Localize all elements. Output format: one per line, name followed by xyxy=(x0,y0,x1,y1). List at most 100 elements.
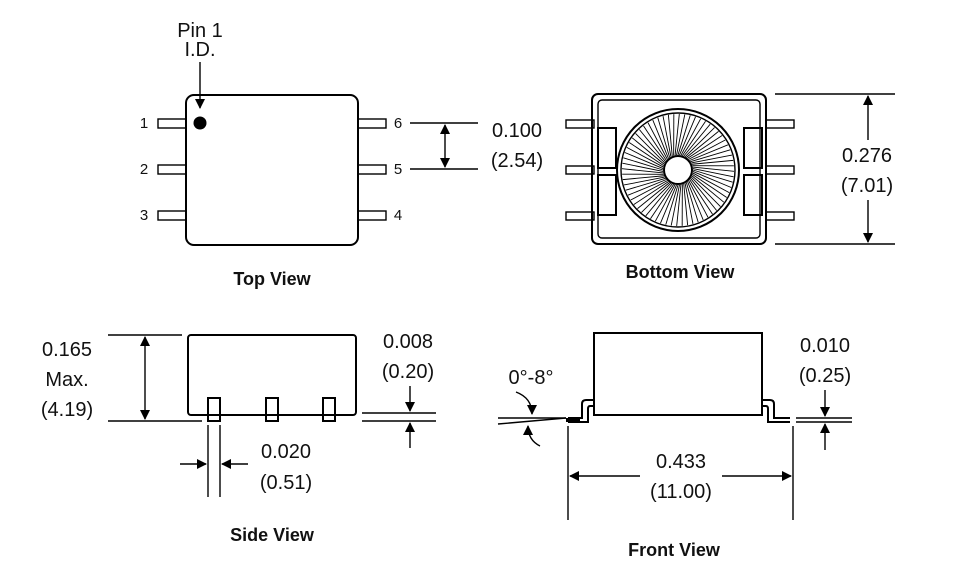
angle-label: 0°-8° xyxy=(509,367,554,389)
bottom-view-pin-right-1 xyxy=(765,119,795,129)
front-view-body xyxy=(593,332,763,416)
bottom-view-pad-left-top xyxy=(597,127,617,169)
toroid-winding-turn xyxy=(625,177,666,191)
toroid-winding-turn xyxy=(689,179,713,215)
toroid-winding-turn xyxy=(670,184,680,226)
toroid-winding-turn xyxy=(667,114,673,157)
length-mm: (11.00) xyxy=(650,481,712,503)
toroid-winding-turn xyxy=(676,184,682,227)
toroid-winding-turn xyxy=(624,152,664,169)
toroid-winding-turn xyxy=(621,168,664,174)
toroid-winding-turn xyxy=(660,184,677,224)
toroid-winding-turn xyxy=(631,137,665,165)
standoff-mm: (0.20) xyxy=(382,361,434,383)
front-view-title: Front View xyxy=(628,540,721,560)
side-view: 0.165 Max. (4.19) 0.008 (0.20) 0.020 (0.… xyxy=(41,331,436,545)
toroid-winding-turn xyxy=(623,176,665,186)
bottom-view-pin-right-3 xyxy=(765,211,795,221)
pin1-label-line1: Pin 1 xyxy=(177,20,223,42)
top-view-title: Top View xyxy=(233,269,311,289)
pin-number-6: 6 xyxy=(394,115,402,132)
toroid-winding-turn xyxy=(684,127,715,158)
toroid-winding-turn xyxy=(691,154,733,164)
bottom-view-pin-right-2 xyxy=(765,165,795,175)
toroid-winding-turn xyxy=(665,184,679,225)
toroid-winding-turn xyxy=(679,116,696,156)
toroid-winding-turn xyxy=(692,168,734,178)
front-view-lead-right xyxy=(762,399,790,423)
pitch-value-mm: (2.54) xyxy=(491,150,543,172)
front-view: 0°-8° 0.010 (0.25) 0.433 (11.00) Front V… xyxy=(497,332,852,560)
toroid-winding-turn xyxy=(626,146,664,168)
toroid-winding-turn xyxy=(622,175,665,181)
pin-number-2: 2 xyxy=(140,161,148,178)
toroid-winding-turn xyxy=(687,135,723,159)
pin-number-4: 4 xyxy=(394,207,402,224)
bottom-view-pad-right-top xyxy=(743,127,763,169)
front-view-foot-left xyxy=(566,418,580,422)
thickness-in: 0.010 xyxy=(800,335,850,357)
side-view-lead-2 xyxy=(265,397,279,422)
toroid-winding-turn xyxy=(641,182,672,213)
angle-arc-top xyxy=(515,391,537,415)
toroid-winding-turn xyxy=(657,117,671,158)
toroid-winding-turn xyxy=(690,149,731,163)
thickness-mm: (0.25) xyxy=(799,365,851,387)
toroid-winding-turn xyxy=(677,115,691,156)
lead-width-in: 0.020 xyxy=(261,441,311,463)
bottom-view: 0.276 (7.01) Bottom View xyxy=(565,93,895,282)
toroid-winding-turn xyxy=(683,183,689,226)
toroid-winding-turn xyxy=(684,183,694,225)
top-view-pin-1 xyxy=(157,118,187,129)
bottom-height-mm: (7.01) xyxy=(841,175,893,197)
toroid-winding-turn xyxy=(685,182,699,223)
toroid-outer-ring xyxy=(616,108,740,232)
bottom-view-pad-left-bottom xyxy=(597,174,617,216)
toroid-windings xyxy=(621,113,735,227)
side-height-max: Max. xyxy=(45,369,88,391)
bottom-view-pad-right-bottom xyxy=(743,174,763,216)
side-view-body xyxy=(187,334,357,416)
toroid-winding-turn xyxy=(645,183,673,217)
pin1-dot xyxy=(193,116,207,130)
length-in: 0.433 xyxy=(656,451,706,473)
toroid-winding-turn xyxy=(681,120,706,156)
bottom-view-pin-left-3 xyxy=(565,211,595,221)
lead-width-mm: (0.51) xyxy=(260,472,312,494)
pin1-label-line2: I.D. xyxy=(184,39,215,61)
toroid-winding-turn xyxy=(688,139,726,160)
toroid-winding-turn xyxy=(654,184,676,222)
toroid-winding-turn xyxy=(639,129,666,162)
toroid-winding-turn xyxy=(622,162,664,172)
top-view-pin-3 xyxy=(157,210,187,221)
toroid-winding-turn xyxy=(690,178,717,211)
toroid-winding-turn xyxy=(627,179,667,196)
pin-number-1: 1 xyxy=(140,115,148,132)
toroid-winding-turn xyxy=(674,113,680,156)
toroid-winding-turn xyxy=(692,172,730,194)
toroid-winding-turn xyxy=(692,169,733,183)
side-view-lead-1 xyxy=(207,397,221,422)
top-view-pin-4 xyxy=(357,210,387,221)
side-view-title: Side View xyxy=(230,525,315,545)
toroid-winding-turn xyxy=(652,119,669,159)
front-view-lead-left xyxy=(568,399,594,423)
toroid-winding-turn xyxy=(687,181,704,221)
standoff-in: 0.008 xyxy=(383,331,433,353)
toroid-winding-turn xyxy=(692,173,728,198)
top-view-pin-2 xyxy=(157,164,187,175)
toroid-winding-turn xyxy=(630,180,668,201)
toroid-winding-turn xyxy=(676,114,686,156)
bottom-view-pin-left-2 xyxy=(565,165,595,175)
toroid-winding-turn xyxy=(688,180,709,218)
toroid-winding-turn xyxy=(662,115,672,157)
toroid-winding-turn xyxy=(692,166,735,172)
toroid-winding-turn xyxy=(635,133,666,164)
toroid-winding-turn xyxy=(637,182,670,209)
pin-number-5: 5 xyxy=(394,161,402,178)
angle-line-2 xyxy=(497,417,567,425)
toroid-winding-turn xyxy=(692,171,732,188)
bottom-height-in: 0.276 xyxy=(842,145,892,167)
toroid-winding-turn xyxy=(647,122,668,160)
toroid-winding-turn xyxy=(689,144,729,161)
